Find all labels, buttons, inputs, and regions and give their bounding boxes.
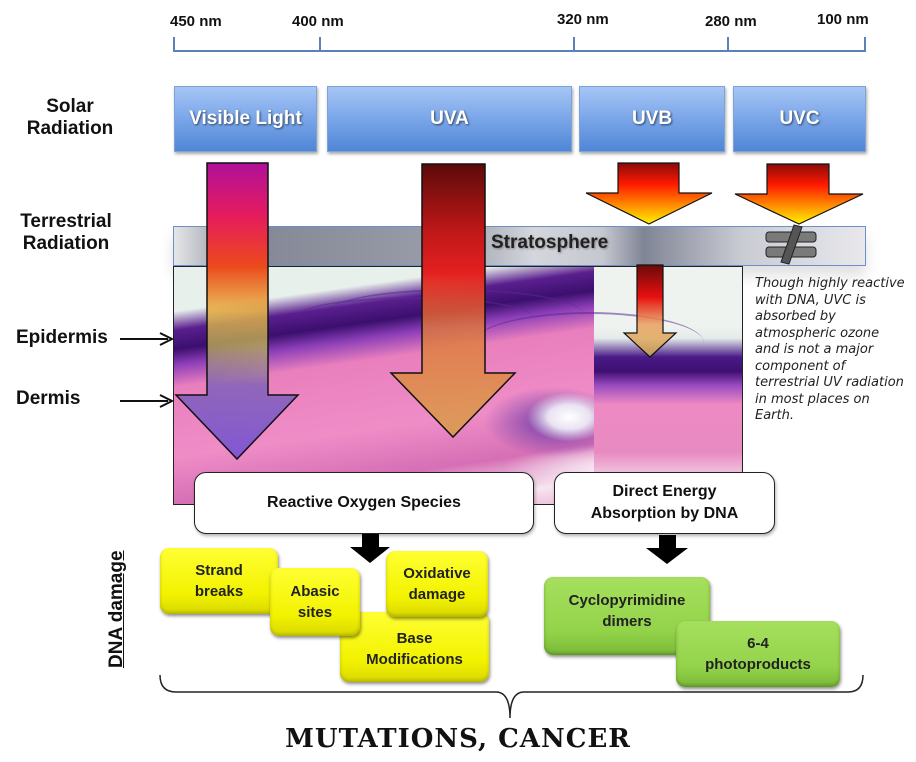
dna-damage-label: DNA damage — [106, 550, 127, 668]
dermis-label: Dermis — [16, 388, 81, 409]
uvb-arrow — [585, 162, 713, 225]
strand-breaks-line2: breaks — [194, 583, 244, 600]
solar-band-uvc: UVC — [733, 86, 866, 152]
damage-oxidative: Oxidative damage — [386, 551, 488, 617]
solar-radiation-label: Solar Radiation — [10, 96, 130, 140]
stratum-corneum-fiber — [474, 312, 704, 374]
scale-tick — [319, 37, 321, 52]
base-modifications-line1: Base — [396, 630, 433, 647]
scale-axis-line — [174, 50, 866, 52]
ros-down-arrow — [350, 534, 390, 563]
direct-down-arrow — [646, 535, 688, 564]
outcome-bracket — [159, 674, 864, 719]
solar-band-uva: UVA — [327, 86, 572, 152]
solar-band-visible-light: Visible Light — [174, 86, 317, 152]
outcome-label: MUTATIONS, CANCER — [285, 724, 631, 754]
direct-energy-absorption-box: Direct Energy Absorption by DNA — [554, 472, 775, 534]
uvb-skin-arrow — [622, 264, 678, 358]
cyclopyrimidine-line2: dimers — [602, 613, 652, 630]
oxidative-damage-line2: damage — [408, 586, 466, 603]
wavelength-label-100: 100 nm — [817, 11, 869, 28]
abasic-sites-line2: sites — [297, 604, 333, 621]
stratosphere-band — [173, 226, 866, 266]
scale-tick — [573, 37, 575, 52]
reactive-oxygen-species-box: Reactive Oxygen Species — [194, 472, 534, 534]
abasic-sites-line1: Abasic — [290, 583, 340, 600]
not-equal-icon — [765, 224, 817, 265]
epidermis-label: Epidermis — [16, 327, 108, 348]
direct-energy-line1: Direct Energy — [612, 483, 717, 500]
terrestrial-label-line1: Terrestrial — [20, 211, 112, 232]
scale-tick — [727, 37, 729, 52]
terrestrial-label-line2: Radiation — [22, 233, 110, 254]
solar-label-line1: Solar — [46, 96, 94, 117]
damage-abasic-sites: Abasic sites — [270, 568, 360, 636]
damage-strand-breaks: Strand breaks — [160, 548, 278, 614]
wavelength-label-320: 320 nm — [557, 11, 609, 28]
uvc-note: Though highly reactive with DNA, UVC is … — [755, 276, 905, 423]
uvc-arrow — [734, 163, 864, 225]
wavelength-label-400: 400 nm — [292, 13, 344, 30]
wavelength-label-280: 280 nm — [705, 13, 757, 30]
dermis-pointer-arrow — [120, 394, 175, 408]
solar-label-line2: Radiation — [26, 118, 114, 139]
photoproducts-line2: photoproducts — [705, 656, 811, 673]
wavelength-label-450: 450 nm — [170, 13, 222, 30]
damage-base-modifications: Base Modifications — [340, 612, 489, 682]
base-modifications-line2: Modifications — [366, 651, 463, 668]
scale-tick — [173, 37, 175, 52]
visible-light-arrow — [174, 162, 300, 461]
cyclopyrimidine-line1: Cyclopyrimidine — [568, 592, 686, 609]
direct-energy-line2: Absorption by DNA — [590, 505, 739, 522]
epidermis-pointer-arrow — [120, 332, 175, 346]
stratosphere-label: Stratosphere — [491, 232, 609, 253]
uva-arrow — [389, 163, 517, 439]
solar-band-uvb: UVB — [579, 86, 725, 152]
scale-tick — [864, 37, 866, 52]
oxidative-damage-line1: Oxidative — [403, 565, 471, 582]
photoproducts-line1: 6-4 — [747, 635, 769, 652]
damage-6-4-photoproducts: 6-4 photoproducts — [676, 621, 840, 687]
terrestrial-radiation-label: Terrestrial Radiation — [6, 211, 126, 255]
strand-breaks-line1: Strand — [195, 562, 243, 579]
skin-histology-right-section — [594, 267, 742, 504]
